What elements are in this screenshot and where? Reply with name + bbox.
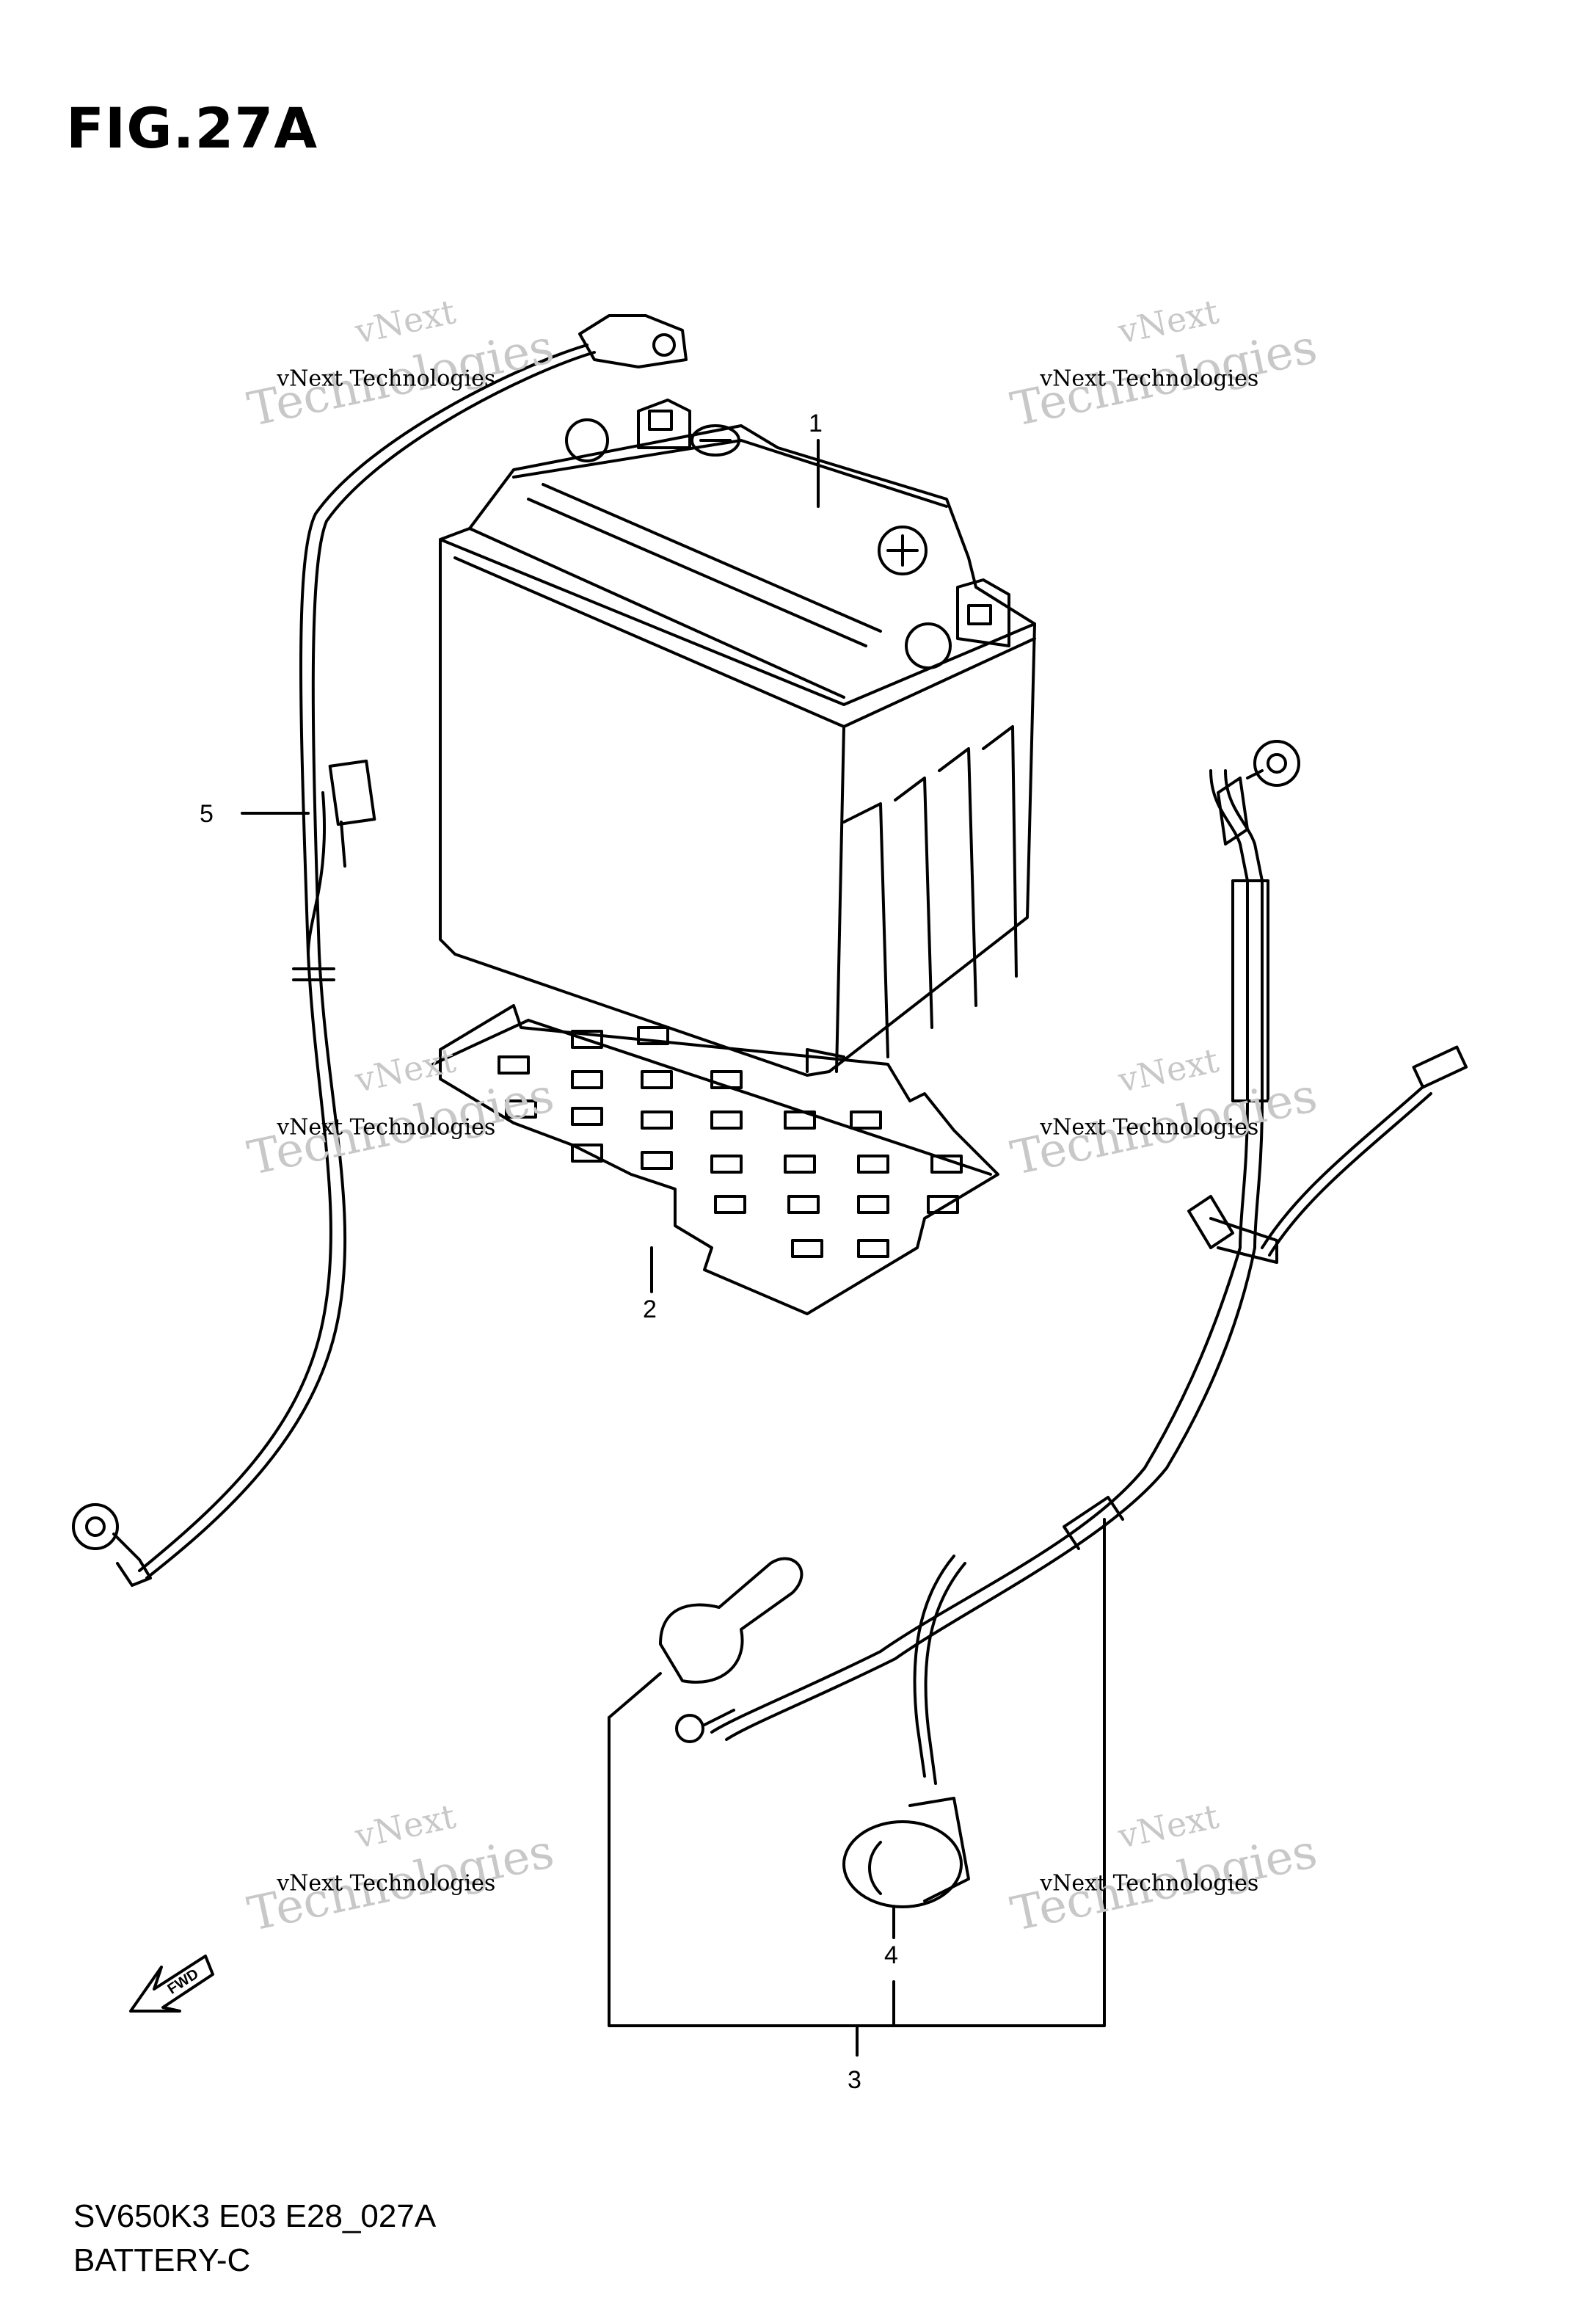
callout-2: 2 <box>643 1295 657 1323</box>
harness-bracket <box>608 1518 1106 2027</box>
callout-3: 3 <box>848 2066 861 2094</box>
fwd-arrow-icon <box>129 1955 214 2013</box>
diagram-code: SV650K3 E03 E28_027A <box>73 2198 437 2234</box>
figure-title: FIG.27A <box>66 95 318 161</box>
tray-slots <box>498 1026 963 1258</box>
cable-part-5 <box>72 314 688 1587</box>
callout-1: 1 <box>809 410 823 437</box>
diagram-name: BATTERY-C <box>73 2242 251 2278</box>
battery-tray-part-2 <box>431 1004 999 1315</box>
battery-part-1 <box>439 399 1036 1077</box>
callout-4: 4 <box>884 1941 898 1969</box>
callout-5: 5 <box>200 800 214 828</box>
harness-part-3 <box>659 740 1468 1908</box>
